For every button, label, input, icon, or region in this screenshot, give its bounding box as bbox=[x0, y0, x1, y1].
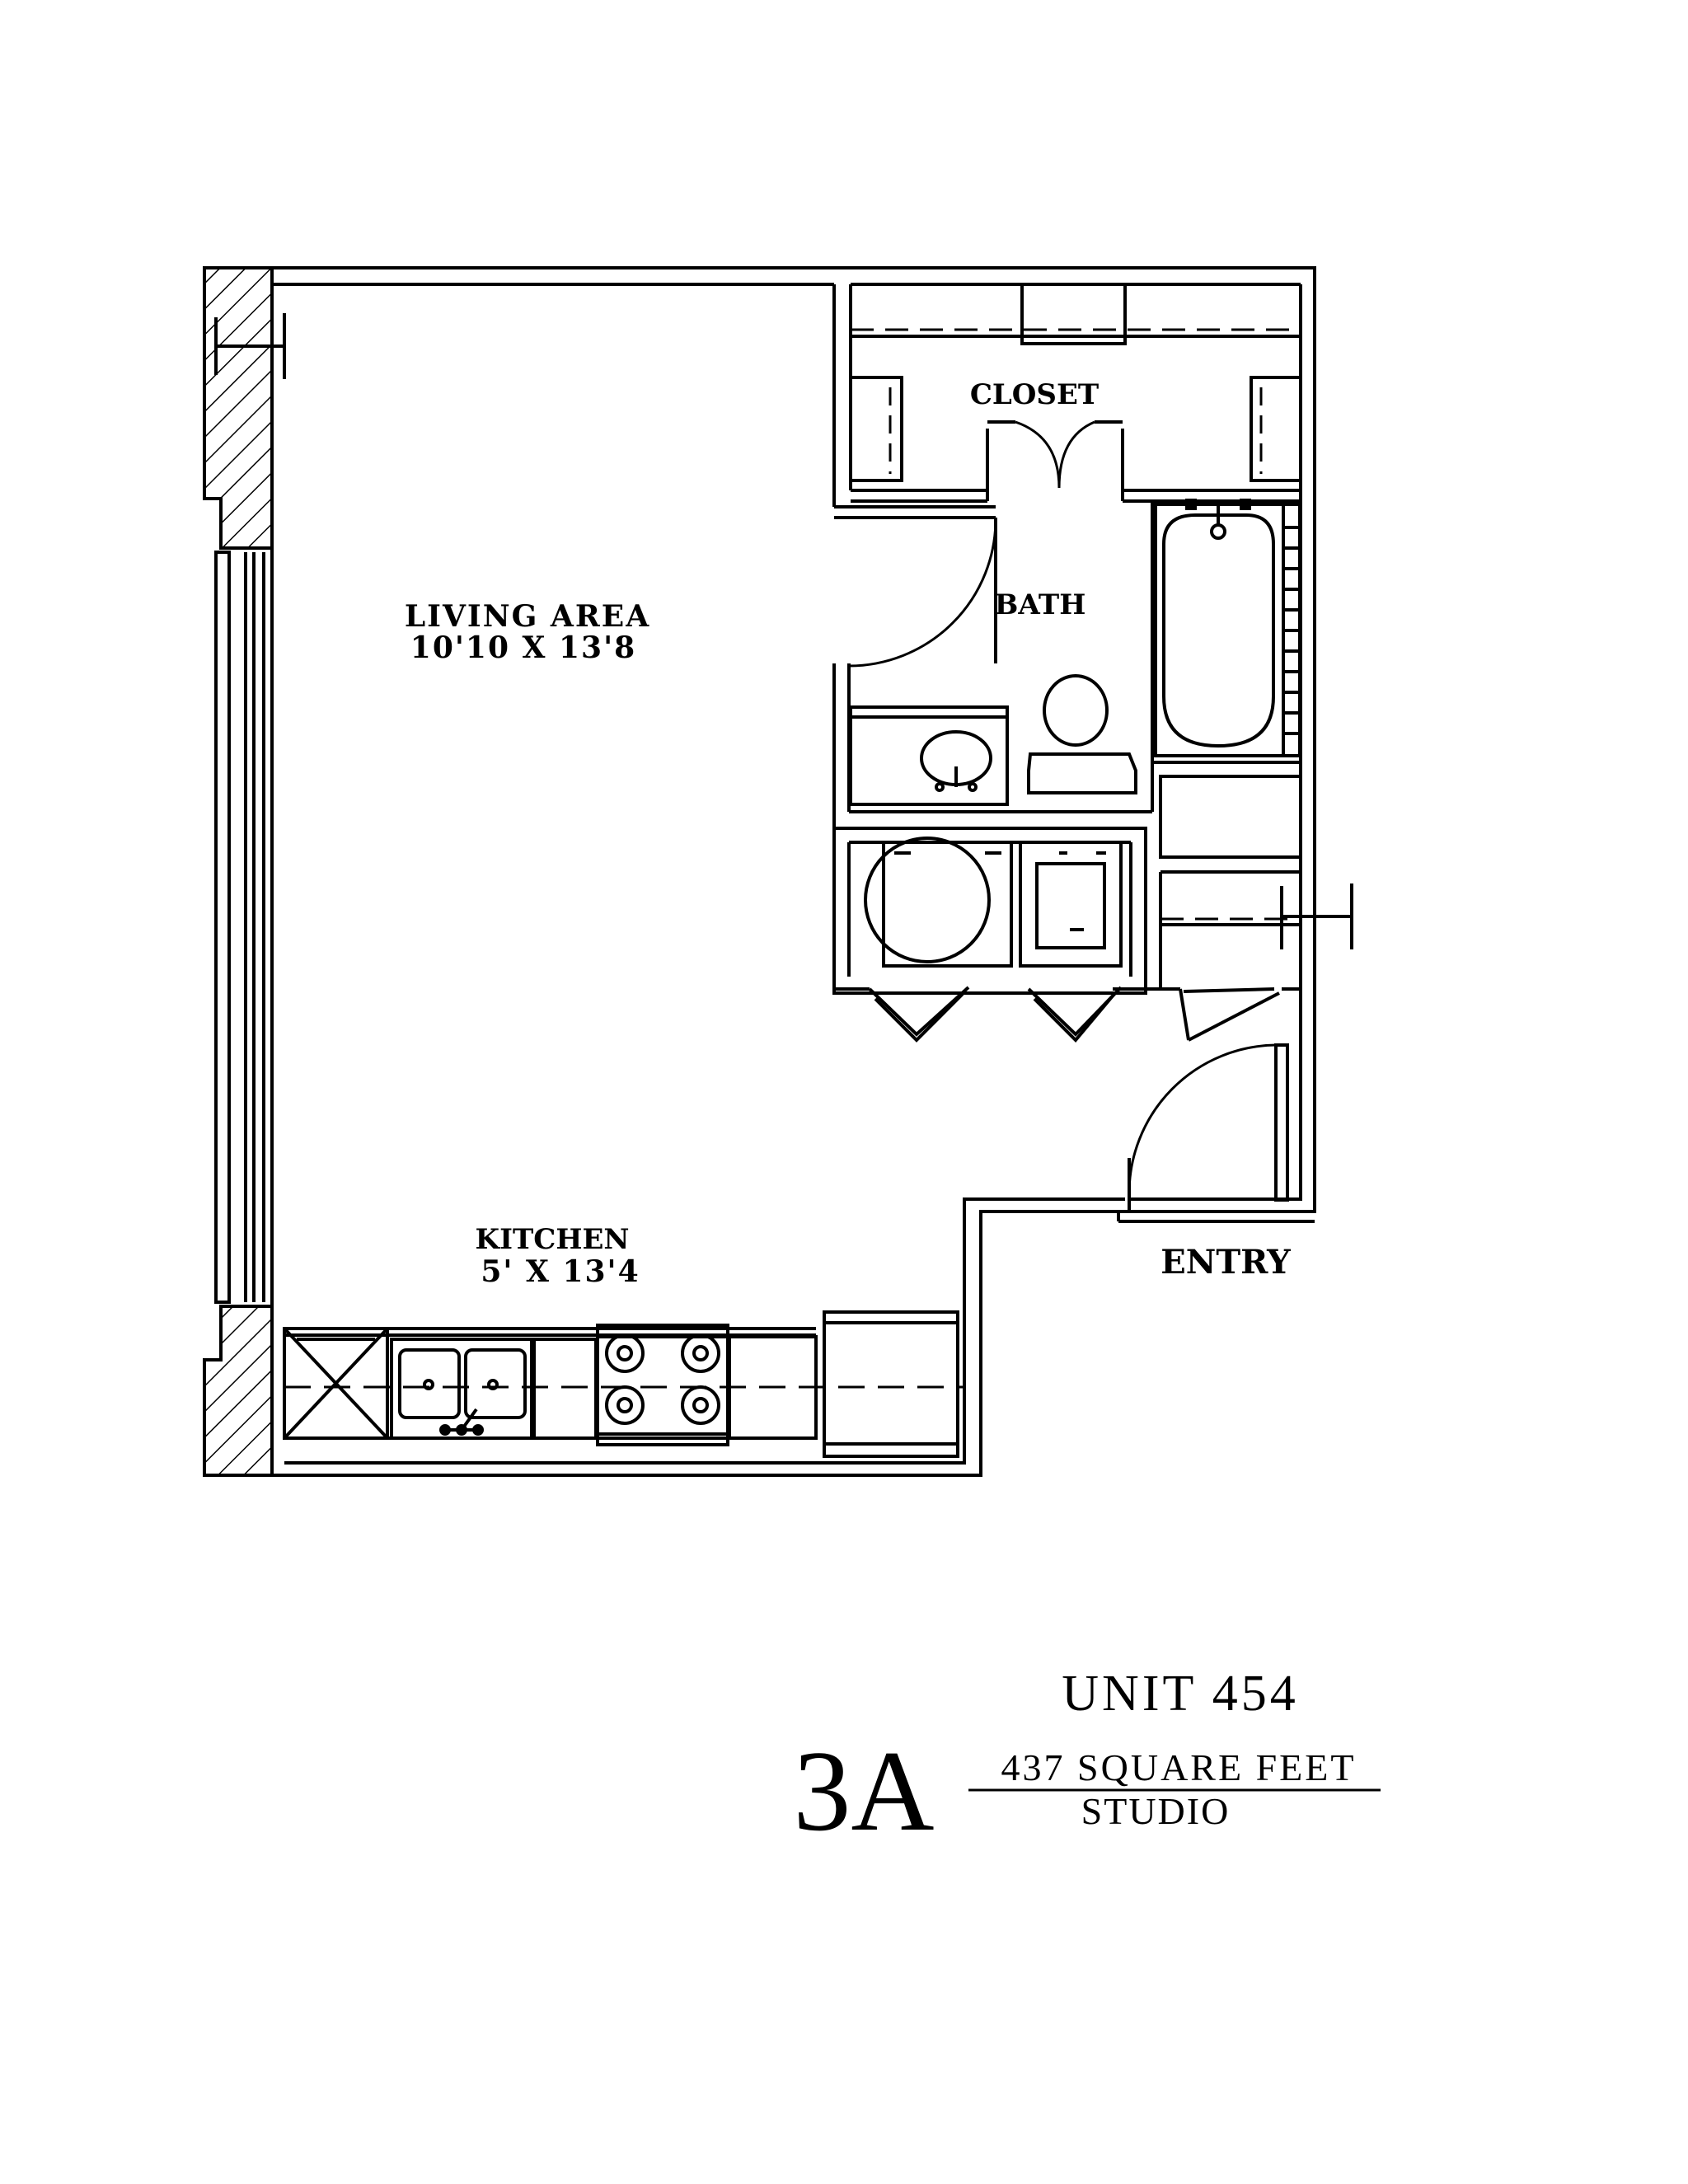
laundry-bifold-door-left bbox=[868, 986, 970, 1043]
bath-door bbox=[834, 505, 997, 668]
coat-closet bbox=[1144, 828, 1301, 1042]
wall-fixture-left bbox=[214, 313, 286, 379]
range-cooktop bbox=[596, 1324, 729, 1446]
masonry-column-bottom bbox=[203, 1305, 274, 1477]
kitchen-sink bbox=[390, 1338, 533, 1440]
base-cabinet bbox=[728, 1335, 818, 1440]
bathtub bbox=[1154, 499, 1301, 757]
square-footage: 437 SQUARE FEET bbox=[1001, 1746, 1357, 1788]
living-area-dims: 10'10 X 13'8 bbox=[410, 630, 636, 665]
pantry bbox=[823, 1310, 959, 1458]
kitchen-dims: 5' X 13'4 bbox=[481, 1254, 640, 1289]
entry-door bbox=[1117, 1043, 1315, 1223]
kitchen-bump-wall-inner bbox=[284, 1197, 1125, 1465]
wall-fixture-right bbox=[1280, 883, 1353, 949]
bath-label: BATH bbox=[995, 588, 1086, 621]
toilet bbox=[1027, 674, 1137, 794]
unit-title: UNIT 454 bbox=[1062, 1666, 1298, 1722]
exterior-wall-outer bbox=[272, 266, 1316, 1477]
dishwasher bbox=[532, 1338, 598, 1440]
closet bbox=[832, 283, 1302, 507]
washer bbox=[864, 837, 1013, 968]
laundry-bifold-door-right bbox=[1027, 986, 1123, 1043]
plan-code: 3A bbox=[793, 1727, 934, 1855]
vanity-sink bbox=[849, 705, 1009, 806]
window bbox=[214, 551, 265, 1304]
masonry-column-top bbox=[203, 266, 274, 550]
kitchen-label: KITCHEN bbox=[476, 1223, 630, 1256]
entry-label: ENTRY bbox=[1160, 1243, 1291, 1282]
living-area-label: LIVING AREA bbox=[405, 599, 650, 634]
dryer bbox=[1019, 841, 1123, 968]
refrigerator bbox=[283, 1327, 389, 1440]
linen-shelf bbox=[1159, 775, 1302, 859]
unit-type: STUDIO bbox=[1081, 1790, 1231, 1832]
closet-double-door bbox=[987, 420, 1123, 489]
closet-label: CLOSET bbox=[970, 378, 1099, 411]
